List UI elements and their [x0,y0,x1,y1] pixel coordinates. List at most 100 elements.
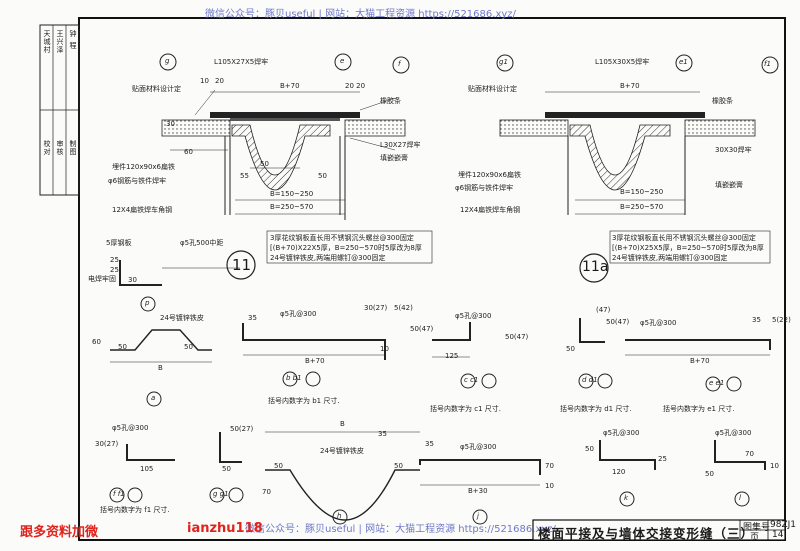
part-k [599,440,656,507]
h-dim2: 50 [274,462,283,470]
k-dim2: 50 [585,445,594,453]
j-hole: φ5孔@300 [460,443,497,451]
bubble-g1: g1 [499,58,508,66]
l-label: l [739,494,741,502]
sig-3: 钟 程 [69,30,77,50]
d11-dim-g: 30 [166,120,175,128]
c-label: c c1 [464,376,479,384]
j-dim2: 70 [545,462,554,470]
h-dim1: 70 [262,488,271,496]
part-j [419,459,541,525]
part-d [578,318,613,389]
d11a-filler: 填嵌嵌膏 [715,181,743,189]
d11-dim-f: 50 [318,172,327,180]
sig-4: 校对 [43,140,51,156]
d11a-finish: 贴面材料设计定 [468,85,517,93]
d11a-b70: B+70 [620,82,640,90]
d11a-corner: 30X30焊牢 [715,146,752,154]
d11a-flatbar: 12X4扁铁焊车角钢 [460,206,521,214]
f-dim2: 105 [140,465,154,473]
e-dim2: 5(22) [772,316,791,324]
d11-dim-b: 20 [215,77,224,85]
f-hole: φ5孔@300 [112,424,149,432]
d-label: d d1 [582,376,598,384]
sig-2: 王兴泽 [56,30,64,54]
c-dim2: 125 [445,352,459,360]
drawing-title: 楼面平接及与墙体交接变形缝（三） [538,526,755,541]
d-dim1: 50 [566,345,575,353]
g-dim2: 50 [222,465,231,473]
d11-dim-a: 10 [200,77,209,85]
c-note: 括号内数字为 c1 尺寸. [430,405,501,413]
d11-dim-d: 50 [260,160,269,168]
d11-note-2: [(B+70)X22X5厚，B=250~570时5厚改为8厚 [270,244,422,252]
d11a-bubble: 11a [582,259,609,275]
j-dim3: 10 [545,482,554,490]
b-dim2: 30(27) [364,304,388,312]
b-dim: B+70 [305,357,325,365]
d11a-note-2: [(B+70)X25X5厚，B=250~570时5厚改为8厚 [612,244,764,252]
b-dim4: 10 [380,345,389,353]
p-text2: φ5孔500中距 [180,239,224,247]
page-number: 14 [772,530,784,540]
d11a-note-3: 24号镀锌铁皮,两端用螺钉@300固定 [612,254,728,262]
page-label: 页 [750,533,760,543]
h-text1: 24号镀锌铁皮 [320,447,364,455]
a-dim1: 60 [92,338,101,346]
a-label: a [151,394,156,402]
j-dim1: 35 [425,440,434,448]
part-p [119,260,240,312]
sig-1: 天城村 [43,30,51,54]
d11-angle: L105X27X5焊牢 [214,58,269,66]
g-dim1: 50(27) [230,425,254,433]
part-a [110,329,212,407]
d11-anchor: φ6钢筋与铁件焊牢 [108,177,167,185]
e-dim: B+70 [690,357,710,365]
k-label: k [624,494,629,502]
d11-flatbar: 12X4扁铁焊车角钢 [112,206,173,214]
d11a-note-1: 3厚花纹钢板直长用不锈钢沉头螺丝@300固定 [612,234,756,242]
e-hole: φ5孔@300 [640,319,677,327]
d11-bubble: 11 [232,256,252,274]
p-dim3: 25 [110,266,119,274]
f-note: 括号内数字为 f1 尺寸. [100,506,170,514]
d11-embed: 埋件120x90x6扁铁 [112,163,176,171]
k-dim3: 25 [658,455,667,463]
a-dim2: 50 [118,343,127,351]
promo-text: 跟多资料加微 [20,525,99,540]
d11-range1: B=150~250 [270,190,314,198]
b-dim3: 5(42) [394,304,413,312]
d11a-range1: B=150~250 [620,188,664,196]
part-h [265,431,420,525]
p-label: p [145,299,150,307]
watermark-top: 微信公众号：豚贝useful | 网站：大猫工程资源 https://52168… [205,9,516,20]
h-dim4: 35 [378,430,387,438]
p-text1: 5厚钢板 [106,239,132,247]
d-dim3: 50(47) [606,318,630,326]
bubble-e1: e1 [679,58,688,66]
d11-range2: B=250~570 [270,203,314,211]
d11-b70: B+70 [280,82,300,90]
d11-dim-e: 55 [240,172,249,180]
bubble-f1: f1 [764,60,771,68]
sig-6: 制图 [69,140,77,156]
c-hole: φ5孔@300 [455,312,492,320]
j-label: j [477,512,479,520]
atlas-number: 98ZJ1 [770,520,796,530]
bubble-e: e [340,57,345,65]
f-dim1: 30(27) [95,440,119,448]
atlas-label: 图集号 [743,523,771,533]
watermark-bottom: 微信公众号：豚贝useful | 网站：大猫工程资源 https://52168… [245,524,556,535]
bubble-f: f [398,60,401,68]
p-dim1: 25 [110,256,119,264]
d11-sealant: 橡胶条 [380,97,401,105]
b-hole: φ5孔@300 [280,310,317,318]
h-dim3: 50 [394,462,403,470]
e-label: e e1 [709,379,725,387]
detail-11-section [159,53,433,280]
d11-corner: L30X27焊牢 [380,141,421,149]
b-dim1: 35 [248,314,257,322]
part-g [209,432,244,503]
